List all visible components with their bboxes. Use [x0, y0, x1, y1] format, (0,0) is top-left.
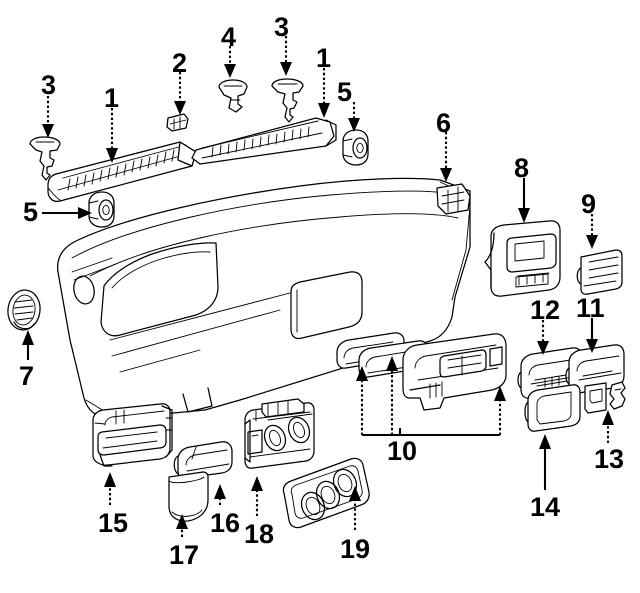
callout-3-right: 3: [274, 12, 290, 42]
part-15-ashtray-assembly: [92, 403, 173, 467]
part-8-switch-bezel-panel: [484, 220, 561, 297]
callout-11: 11: [576, 293, 605, 323]
callout-13: 13: [594, 444, 625, 474]
part-14-vent-lower-assembly: [524, 382, 607, 432]
callout-15: 15: [98, 508, 129, 538]
callout-8: 8: [514, 153, 530, 183]
callout-9: 9: [581, 189, 597, 219]
callout-16: 16: [210, 508, 241, 538]
part-18-heater-control-unit: [244, 398, 315, 469]
callout-4: 4: [221, 22, 237, 52]
part-7-side-defroster-grille: [7, 289, 41, 331]
part-3-retainer-clip-right: [271, 78, 304, 123]
part-10-center-vent-assembly: [336, 332, 507, 411]
part-5-bushing-lower: [88, 191, 115, 228]
callout-5-lower: 5: [23, 197, 39, 227]
callout-3-left: 3: [41, 70, 57, 100]
part-3-retainer-clip-left: [29, 136, 61, 181]
leader-lines: [22, 36, 614, 537]
callout-1-right: 1: [316, 43, 332, 73]
callout-10: 10: [387, 436, 418, 466]
part-13-small-catch: [609, 381, 626, 410]
callout-7: 7: [19, 361, 35, 391]
part-19-control-faceplate: [282, 457, 370, 529]
callout-2: 2: [172, 48, 188, 78]
callout-5-upper: 5: [337, 77, 353, 107]
part-17-cup-holder: [168, 471, 209, 522]
callout-17: 17: [169, 540, 200, 570]
part-1-defroster-grille-left: [47, 141, 197, 203]
callout-19: 19: [340, 534, 371, 564]
part-4-grommet-clip: [218, 79, 248, 113]
part-5-bushing-upper: [342, 129, 369, 166]
callout-18: 18: [244, 519, 275, 549]
part-6-bracket-clip: [436, 183, 471, 215]
part-2-small-clip: [166, 113, 189, 132]
callout-12: 12: [530, 295, 561, 325]
part-1-defroster-grille-right: [177, 117, 337, 167]
part-9-switch-small-right: [576, 249, 623, 295]
callout-1-left: 1: [104, 83, 120, 113]
callout-6: 6: [436, 108, 452, 138]
callout-14: 14: [530, 492, 561, 522]
